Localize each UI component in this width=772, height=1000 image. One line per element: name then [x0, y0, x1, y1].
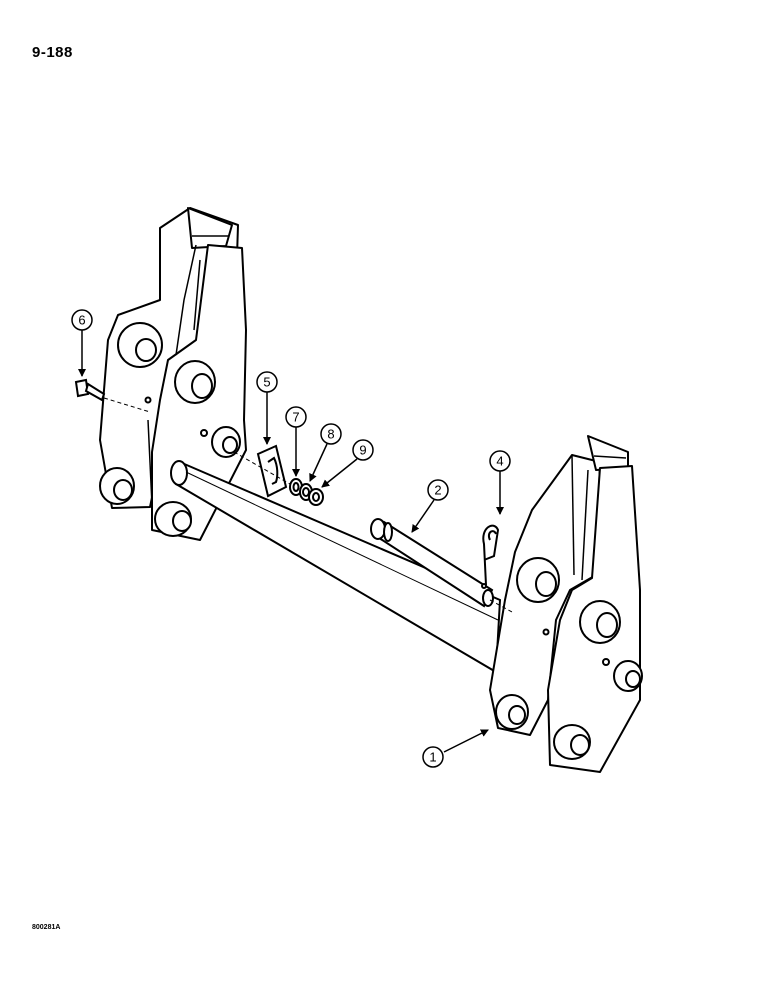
alignment-lines: [103, 397, 513, 613]
svg-text:4: 4: [496, 454, 503, 469]
callout-7: 7: [285, 406, 307, 477]
pin: [370, 518, 494, 608]
hairpin-clip: [482, 524, 500, 586]
page-number: 9-188: [32, 44, 73, 61]
washers-and-nut: [289, 478, 324, 506]
bolt: [74, 378, 106, 402]
callout-2: 2: [411, 479, 449, 533]
callout-6: 6: [71, 309, 93, 377]
retaining-plate: [256, 444, 288, 498]
callout-8: 8: [309, 423, 342, 482]
left-plate-bosses: [99, 322, 241, 537]
svg-text:6: 6: [78, 313, 85, 328]
svg-text:2: 2: [434, 483, 441, 498]
callout-4: 4: [489, 450, 511, 515]
svg-text:5: 5: [263, 375, 270, 390]
callout-5: 5: [256, 371, 278, 445]
right-plate-bosses: [495, 557, 643, 760]
callout-9: 9: [321, 439, 374, 488]
svg-text:7: 7: [292, 410, 299, 425]
svg-text:1: 1: [429, 750, 436, 765]
callout-1: 1: [422, 729, 489, 768]
svg-text:9: 9: [359, 443, 366, 458]
svg-text:8: 8: [327, 427, 334, 442]
figure-code: 800281A: [32, 924, 61, 931]
